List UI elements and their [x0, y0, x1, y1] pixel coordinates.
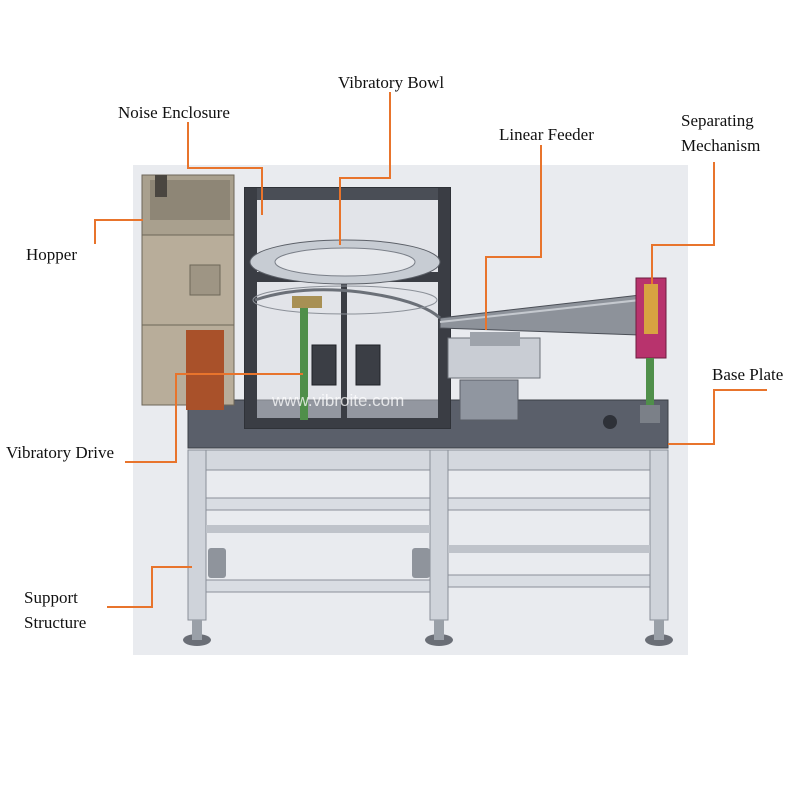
callout-labels: Vibratory Bowl Noise Enclosure Linear Fe… — [6, 73, 783, 632]
label-vibratory-bowl: Vibratory Bowl — [338, 73, 444, 92]
leader-linear-feeder — [485, 145, 542, 330]
support-structure — [183, 449, 673, 646]
leader-vibratory-drive — [125, 373, 303, 463]
leader-vibratory-bowl — [339, 92, 391, 245]
leader-support-structure — [107, 566, 192, 608]
label-hopper: Hopper — [26, 245, 77, 264]
watermark: www.vibroite.com — [271, 391, 404, 410]
hopper — [141, 174, 235, 410]
label-vibratory-drive: Vibratory Drive — [6, 443, 114, 462]
leader-base-plate — [668, 389, 767, 445]
label-support-line2: Structure — [24, 613, 86, 632]
label-separating-line2: Mechanism — [681, 136, 760, 155]
leader-noise-enclosure — [187, 122, 263, 215]
label-noise-enclosure: Noise Enclosure — [118, 103, 230, 122]
vibratory-bowl — [249, 239, 442, 320]
hopper-outlet — [186, 330, 224, 410]
label-base-plate: Base Plate — [712, 365, 783, 384]
label-linear-feeder: Linear Feeder — [499, 125, 594, 144]
leader-separating-mechanism — [651, 162, 715, 284]
separating-mechanism — [635, 277, 667, 423]
label-separating-line1: Separating — [681, 111, 754, 130]
vibratory-drive — [292, 296, 381, 420]
label-support-line1: Support — [24, 588, 78, 607]
base-plate-hole — [603, 415, 617, 429]
leader-lines — [94, 92, 767, 608]
leader-hopper — [94, 219, 143, 244]
linear-feeder — [439, 294, 641, 421]
noise-enclosure — [244, 187, 451, 429]
